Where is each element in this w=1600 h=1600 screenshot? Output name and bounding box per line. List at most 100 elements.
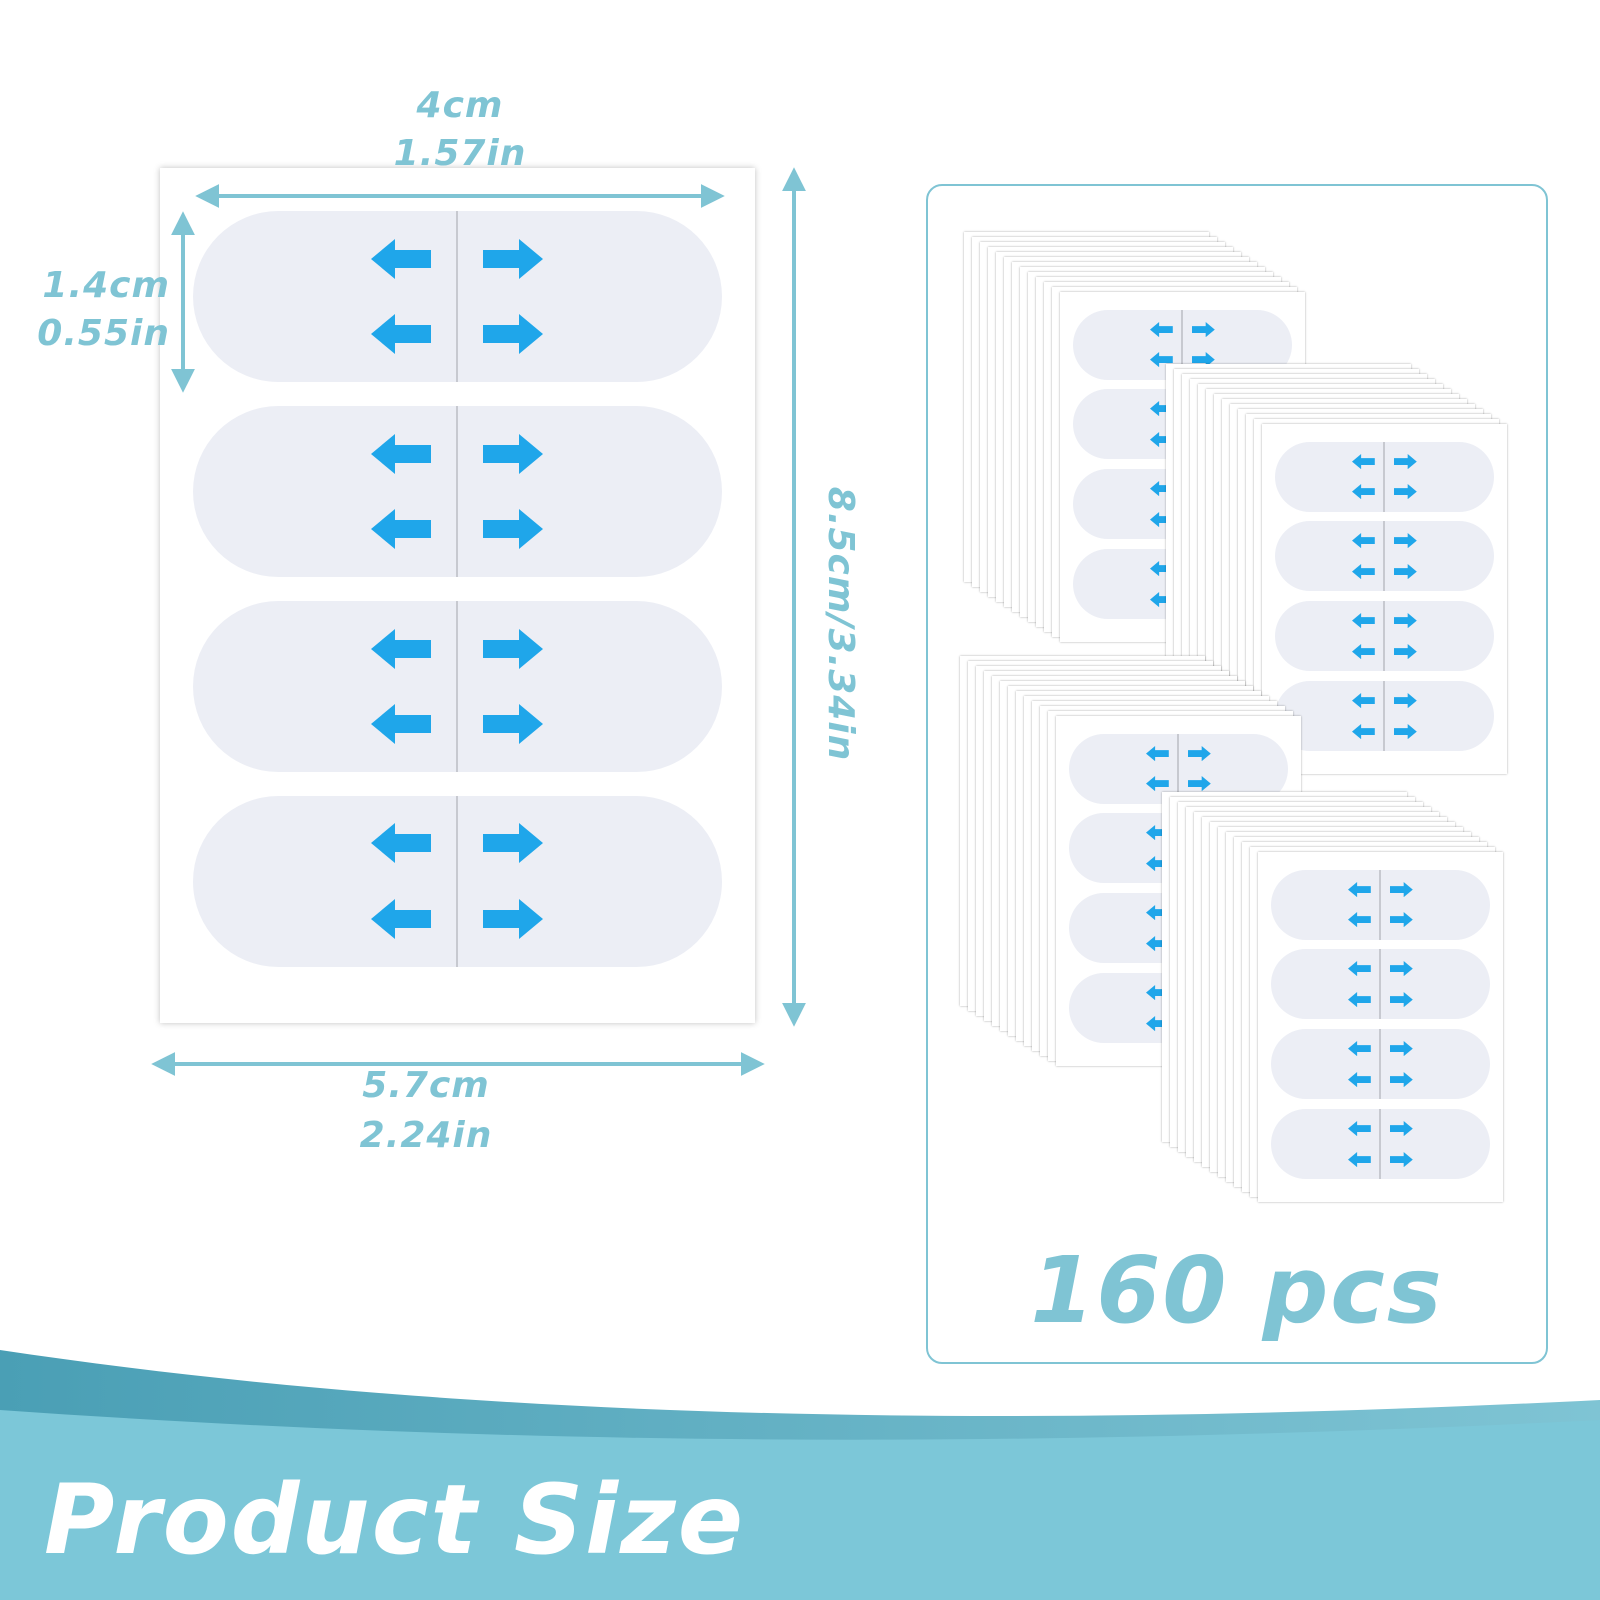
strip-divider [456, 210, 459, 382]
arrow-right-icon [1394, 564, 1418, 580]
strip [1275, 441, 1494, 512]
strip [192, 795, 723, 967]
arrow-left-icon [1149, 432, 1173, 448]
arrow-left-icon [1347, 1071, 1371, 1088]
arrow-left-icon [1351, 643, 1375, 660]
strip [1275, 521, 1494, 592]
arrow-right-icon [483, 433, 544, 474]
product-sheet [160, 168, 755, 1023]
strip [1271, 949, 1490, 1020]
arrow-right-icon [1394, 643, 1418, 660]
arrow-left-icon [1347, 912, 1371, 928]
strip [192, 210, 723, 382]
arrow-right-icon [1394, 453, 1418, 469]
strip [1275, 680, 1494, 751]
arrow-left-icon [1145, 935, 1169, 952]
arrow-right-icon [1390, 1041, 1414, 1057]
strip-divider [1177, 733, 1180, 804]
arrow-left-icon [1149, 560, 1173, 577]
arrow-left-icon [371, 823, 432, 864]
arrow-left-icon [1351, 692, 1375, 709]
arrow-right-icon [1390, 912, 1414, 928]
arrow-left-icon [371, 508, 432, 549]
banner-title: Product Size [44, 1464, 746, 1576]
arrow-left-icon [1347, 1120, 1371, 1137]
arrow-left-icon [371, 313, 432, 354]
stack-front-sheet [1262, 424, 1507, 774]
arrow-left-icon [1351, 533, 1375, 549]
arrow-right-icon [1394, 484, 1418, 500]
strip-divider [456, 795, 459, 967]
arrow-left-icon [1351, 453, 1375, 469]
strip-divider [1383, 680, 1386, 751]
sheet-height-label: 8.5cm/3.34in [820, 486, 861, 762]
arrow-left-icon [1347, 1151, 1371, 1167]
arrow-right-icon [1188, 745, 1212, 761]
strip-divider [456, 405, 459, 577]
strip [1271, 1108, 1490, 1179]
arrow-left-icon [1145, 856, 1169, 872]
arrow-left-icon [1149, 321, 1173, 337]
arrow-right-icon [483, 823, 544, 864]
strip-divider [1181, 309, 1184, 380]
arrow-right-icon [483, 508, 544, 549]
strip-divider [1383, 601, 1386, 672]
arrow-left-icon [371, 628, 432, 669]
bottom-width-cm: 5.7cm [362, 1065, 490, 1106]
arrow-left-icon [1149, 591, 1173, 607]
strip-divider [1383, 441, 1386, 512]
arrow-right-icon [1390, 1151, 1414, 1167]
strip-height-cm: 1.4cm [42, 265, 170, 306]
strip [1275, 601, 1494, 672]
arrow-left-icon [371, 703, 432, 744]
arrow-right-icon [1390, 1071, 1414, 1088]
arrow-right-icon [1394, 692, 1418, 709]
strip-height-in: 0.55in [37, 313, 170, 354]
arrow-right-icon [483, 628, 544, 669]
strip-divider [1379, 949, 1382, 1020]
arrow-left-icon [1347, 881, 1371, 897]
arrow-right-icon [1188, 776, 1212, 792]
arrow-right-icon [1192, 321, 1216, 337]
arrow-left-icon [1351, 723, 1375, 739]
strip-divider [1379, 1108, 1382, 1179]
top-width-in: 1.57in [393, 133, 527, 174]
arrow-left-icon [1145, 984, 1169, 1001]
arrow-left-icon [371, 898, 432, 939]
arrow-left-icon [1351, 484, 1375, 500]
arrow-left-icon [1145, 825, 1169, 841]
arrow-right-icon [1390, 1120, 1414, 1137]
bottom-width-in: 2.24in [359, 1115, 493, 1156]
arrow-right-icon [483, 238, 544, 279]
arrow-left-icon [1145, 745, 1169, 761]
strip-divider [1379, 869, 1382, 940]
arrow-right-icon [483, 898, 544, 939]
arrow-right-icon [1390, 961, 1414, 977]
arrow-right-icon [483, 703, 544, 744]
arrow-left-icon [1351, 564, 1375, 580]
arrow-left-icon [1347, 961, 1371, 977]
strip [1271, 869, 1490, 940]
quantity-label: 160 pcs [1030, 1237, 1444, 1344]
arrow-right-icon [1192, 352, 1216, 368]
strip-divider [1379, 1029, 1382, 1100]
strip [192, 600, 723, 772]
arrow-right-icon [1394, 533, 1418, 549]
strip [1069, 733, 1288, 804]
strip-divider [456, 600, 459, 772]
arrow-right-icon [1390, 881, 1414, 897]
arrow-left-icon [1149, 352, 1173, 368]
top-width-cm: 4cm [416, 85, 504, 126]
arrow-left-icon [1149, 401, 1173, 417]
arrow-left-icon [371, 433, 432, 474]
arrow-left-icon [1145, 1015, 1169, 1031]
arrow-right-icon [483, 313, 544, 354]
arrow-left-icon [1145, 905, 1169, 921]
strip-divider [1383, 521, 1386, 592]
arrow-left-icon [1347, 1041, 1371, 1057]
arrow-right-icon [1394, 723, 1418, 739]
arrow-left-icon [1351, 613, 1375, 629]
arrow-left-icon [1149, 481, 1173, 497]
arrow-right-icon [1394, 613, 1418, 629]
stack-front-sheet [1258, 852, 1503, 1202]
